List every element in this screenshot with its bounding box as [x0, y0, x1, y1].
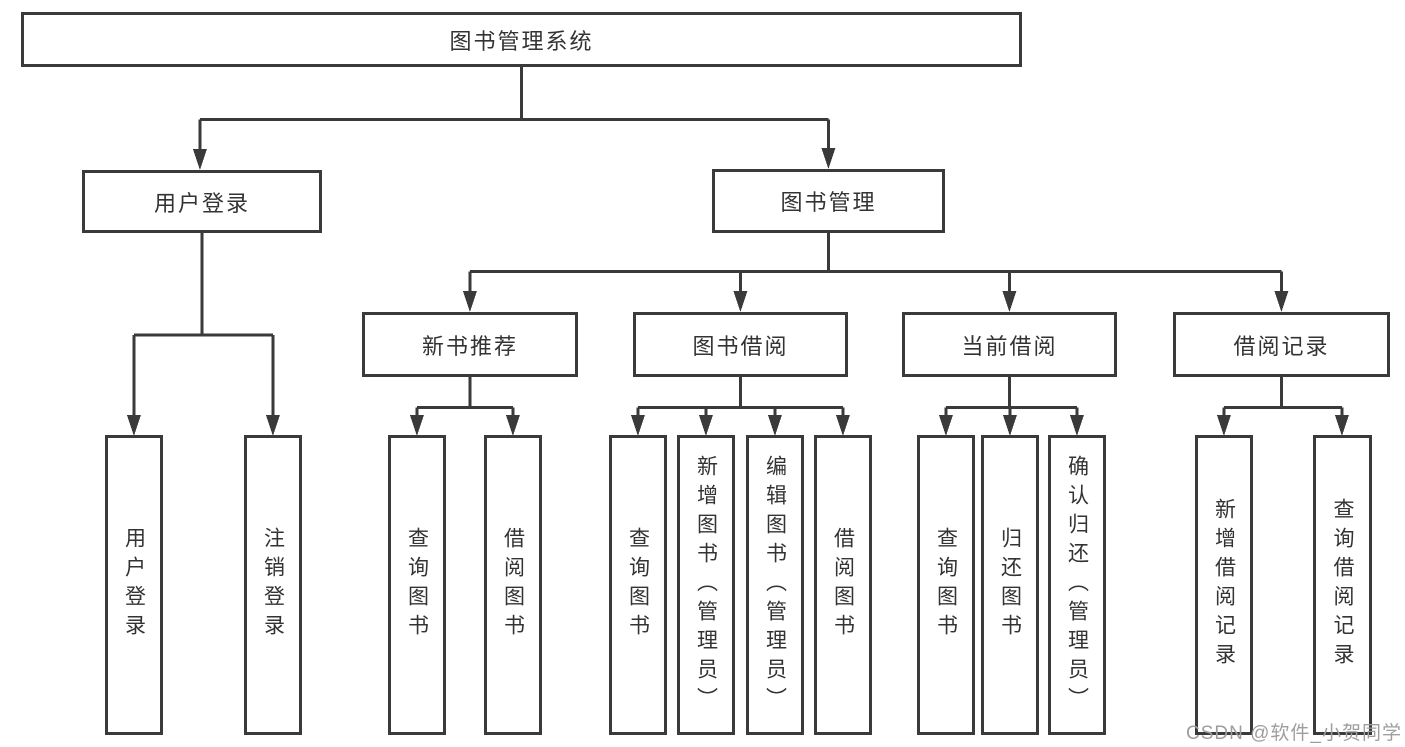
node-borrow-records: 借阅记录 [1173, 312, 1390, 377]
connector-root [193, 67, 836, 170]
leaf-borrow-borrow-books: 借阅图书 [814, 435, 872, 735]
leaf-borrow-edit-books-admin: 编辑图书（管理员） [746, 435, 804, 735]
connector-user-login [127, 233, 280, 436]
arrow-down-icon [1002, 291, 1017, 312]
node-book-management: 图书管理 [712, 169, 945, 233]
leaf-newbook-query-books: 查询图书 [388, 435, 446, 735]
arrow-down-icon [699, 415, 713, 436]
arrow-down-icon [821, 148, 836, 169]
arrow-down-icon [127, 415, 141, 436]
connector-new-book [410, 377, 520, 436]
arrow-down-icon [1217, 415, 1231, 436]
arrow-down-icon [193, 149, 207, 170]
node-user-login: 用户登录 [82, 170, 322, 233]
arrow-down-icon [1335, 415, 1349, 436]
leaf-newbook-borrow-books: 借阅图书 [484, 435, 542, 735]
arrow-down-icon [1003, 415, 1017, 436]
leaf-borrow-add-books-admin: 新增图书（管理员） [677, 435, 735, 735]
node-new-book-recommend: 新书推荐 [362, 312, 578, 377]
connector-book-borrow [631, 377, 850, 436]
arrow-down-icon [1070, 415, 1084, 436]
leaf-current-query-books: 查询图书 [917, 435, 975, 735]
leaf-record-query: 查询借阅记录 [1313, 435, 1372, 735]
arrow-down-icon [939, 415, 953, 436]
arrow-down-icon [1274, 291, 1289, 312]
arrow-down-icon [506, 415, 520, 436]
arrow-down-icon [836, 415, 850, 436]
arrow-down-icon [463, 291, 477, 312]
leaf-borrow-query-books: 查询图书 [609, 435, 667, 735]
watermark: CSDN @软件_小贺同学 [1186, 723, 1402, 744]
arrow-down-icon [410, 415, 424, 436]
node-root: 图书管理系统 [21, 12, 1022, 67]
leaf-logout: 注销登录 [244, 435, 302, 735]
arrow-down-icon [266, 415, 280, 436]
connector-book-mgmt [463, 233, 1289, 312]
arrow-down-icon [631, 415, 645, 436]
connector-current-borrow [939, 377, 1084, 436]
leaf-current-confirm-return-admin: 确认归还（管理员） [1048, 435, 1106, 735]
leaf-record-add: 新增借阅记录 [1195, 435, 1253, 735]
leaf-current-return-books: 归还图书 [981, 435, 1039, 735]
arrow-down-icon [768, 415, 782, 436]
node-current-borrow: 当前借阅 [902, 312, 1117, 377]
arrow-down-icon [733, 291, 748, 312]
node-book-borrow: 图书借阅 [633, 312, 848, 377]
connector-borrow-record [1217, 377, 1349, 436]
leaf-user-login: 用户登录 [105, 435, 163, 735]
